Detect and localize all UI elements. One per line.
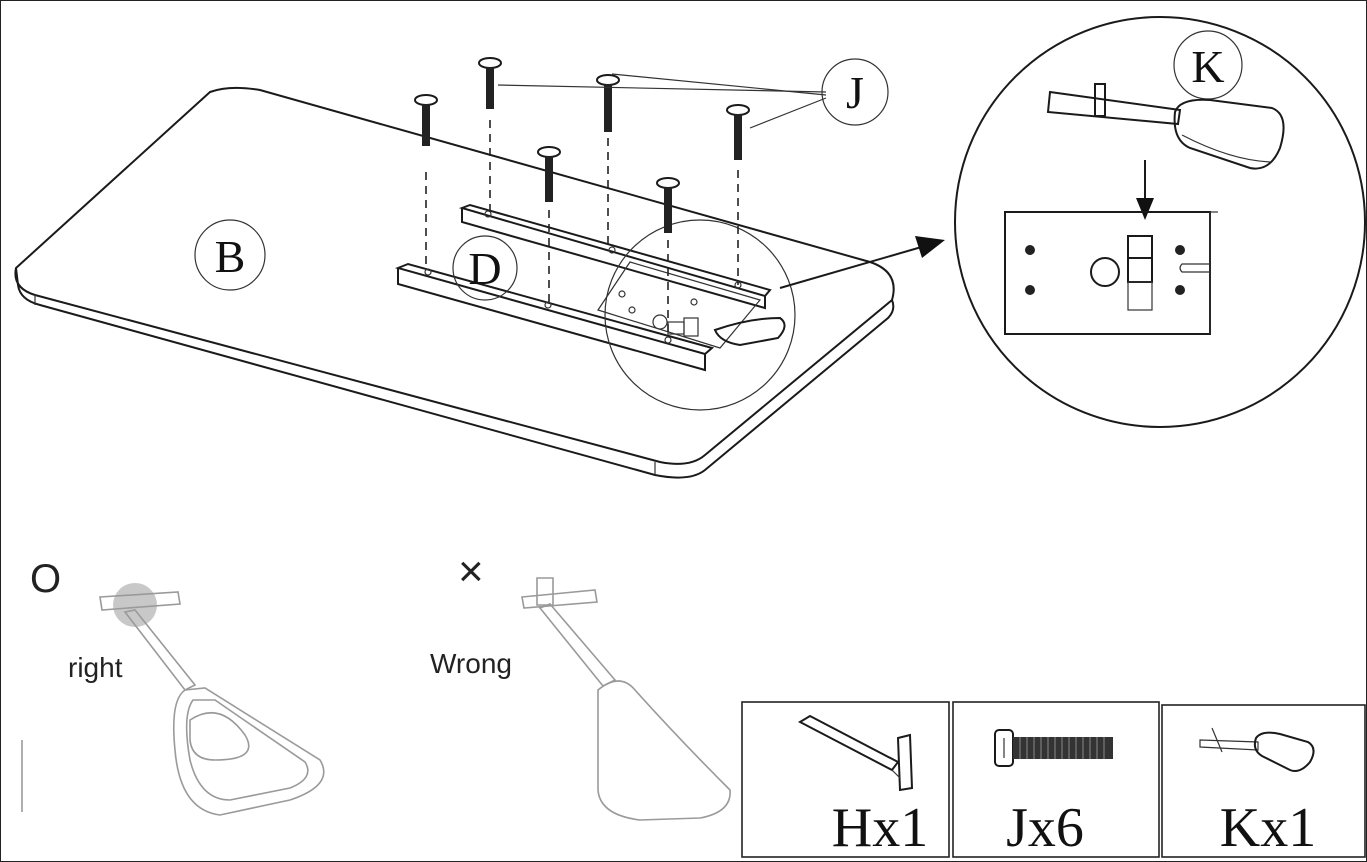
hex-key-icon [797, 714, 914, 792]
screw-icon [994, 729, 1113, 767]
screw [596, 74, 620, 132]
highlight-marker [113, 583, 157, 627]
screw [414, 94, 438, 146]
label-k-text: K [1191, 41, 1224, 92]
label-b-text: B [215, 231, 246, 282]
label-j-text: J [846, 67, 864, 118]
correct-label: right [68, 652, 123, 683]
parts-table: Hx1 Jx6 Kx1 [741, 701, 1366, 859]
part-qty-k: Kx1 [1220, 797, 1316, 859]
part-qty-h: Hx1 [832, 797, 928, 859]
screw [537, 146, 561, 202]
wrong-symbol: × [458, 547, 484, 596]
handle-k [1046, 83, 1285, 170]
label-b: B [194, 219, 266, 291]
tabletop [14, 86, 895, 479]
part-cell-j [952, 701, 1160, 858]
screw [726, 104, 750, 160]
label-j: J [821, 58, 889, 126]
screw [656, 177, 680, 233]
frame-d [394, 203, 786, 372]
detail-arrow [779, 236, 945, 289]
wrong-example: × Wrong [430, 547, 731, 821]
label-d: D [452, 235, 518, 301]
label-d-text: D [468, 243, 501, 294]
detail-marker-circle [604, 219, 796, 411]
correct-symbol: O [30, 557, 61, 601]
correct-example: O right [21, 557, 325, 816]
wrong-label: Wrong [430, 648, 512, 679]
frame-plate [1004, 211, 1218, 335]
screw [478, 57, 502, 109]
part-cell-h [741, 701, 950, 858]
part-qty-j: Jx6 [1006, 797, 1084, 859]
part-cell-k [1161, 704, 1366, 858]
screws-j [414, 57, 827, 338]
handle-icon [1199, 727, 1315, 772]
detail-view: K [954, 16, 1366, 428]
